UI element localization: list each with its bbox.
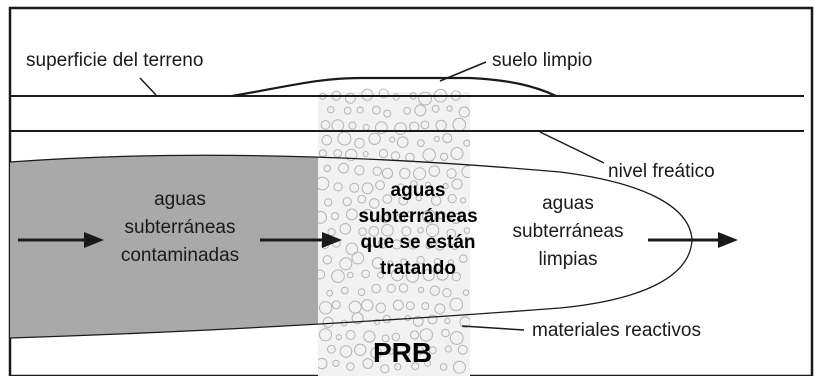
reactive-leader	[461, 325, 525, 331]
reactive-materials-label: materiales reactivos	[532, 320, 701, 341]
treating-line-4: tratando	[380, 258, 456, 279]
flow-arrow-left	[18, 232, 104, 248]
water-table-label: nivel freático	[608, 161, 715, 182]
clean-soil-mound	[231, 76, 557, 98]
flow-arrow-right	[648, 232, 738, 248]
water-table-leader	[539, 131, 605, 164]
clean-soil-leader	[439, 61, 487, 82]
clean-water-line-1: aguas	[542, 193, 594, 214]
ground-surface-leader	[139, 77, 157, 96]
treating-line-3: que se están	[360, 232, 475, 253]
prb-label: PRB	[373, 337, 432, 368]
treating-line-2: subterráneas	[358, 206, 477, 227]
contaminated-plume	[10, 155, 318, 338]
contaminated-line-3: contaminadas	[121, 245, 239, 266]
clean-water-line-3: limpias	[538, 249, 597, 270]
contaminated-line-2: subterráneas	[125, 217, 236, 238]
reactive-pebbles	[318, 88, 470, 374]
treating-line-1: aguas	[391, 180, 446, 201]
ground-surface-label: superficie del terreno	[26, 50, 203, 71]
clean-soil-label: suelo limpio	[492, 50, 592, 71]
flow-arrow-middle	[260, 232, 342, 248]
clean-water-line-2: subterráneas	[513, 221, 624, 242]
contaminated-line-1: aguas	[154, 189, 206, 210]
